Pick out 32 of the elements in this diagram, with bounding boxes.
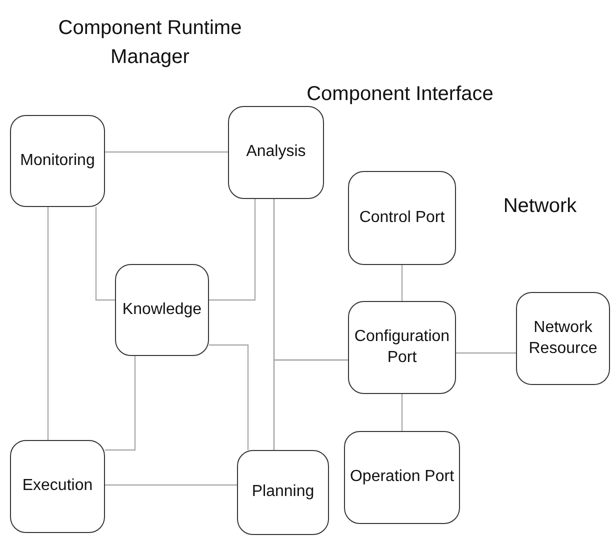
process-box [516, 292, 610, 385]
connector-line [209, 344, 249, 450]
process-box [348, 171, 456, 265]
node-label: Network Resource [528, 318, 598, 358]
node-label: Planning [252, 482, 314, 502]
node-label: Monitoring [20, 150, 95, 171]
node-label: Execution [22, 476, 93, 496]
connector-line [401, 394, 403, 431]
process-box [237, 450, 329, 535]
group-label: Network [502, 194, 578, 219]
connector-line [95, 207, 115, 301]
process-box [228, 106, 324, 199]
connector-line [105, 151, 228, 153]
connector-line [401, 265, 403, 301]
node-label: Knowledge [122, 300, 202, 320]
process-box [344, 431, 460, 524]
process-box [348, 301, 456, 394]
process-box [10, 115, 105, 207]
process-box [10, 440, 105, 533]
node-label: Control Port [359, 208, 445, 228]
connector-line [105, 356, 136, 451]
connector-line [209, 199, 256, 301]
connector-line [105, 484, 237, 486]
connector-line [47, 207, 49, 440]
node-label: Operation Port [350, 467, 454, 488]
group-label: Component Runtime Manager [57, 16, 243, 70]
node-label: Analysis [246, 142, 306, 162]
group-label: Component Interface [306, 82, 494, 107]
process-box [115, 264, 209, 356]
connector-line [456, 352, 516, 354]
connector-line [273, 359, 348, 450]
node-label: Configuration Port [354, 326, 450, 368]
